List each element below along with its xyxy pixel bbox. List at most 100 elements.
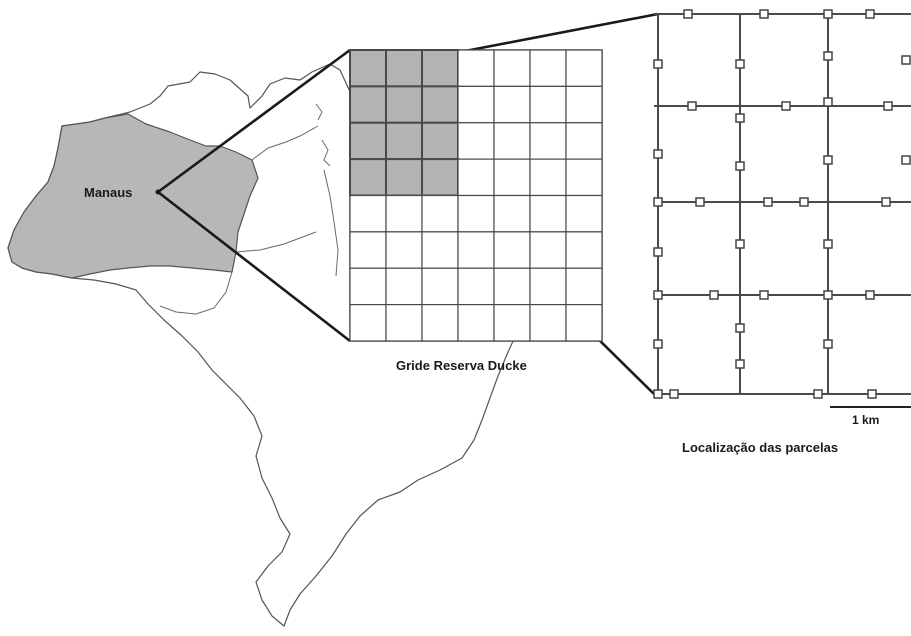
plot-marker <box>759 290 769 300</box>
grid-caption: Gride Reserva Ducke <box>396 358 527 373</box>
plot-marker <box>653 149 663 159</box>
grid-cell <box>349 304 387 342</box>
amazonas-state <box>7 113 259 279</box>
grid-cell <box>529 85 567 124</box>
plot-marker <box>823 155 833 165</box>
grid-cell-highlighted <box>349 121 387 161</box>
plot-marker <box>823 51 833 61</box>
grid-cell <box>349 231 387 269</box>
grid-cell <box>421 194 459 233</box>
grid-cell <box>529 231 567 269</box>
scale-bar-label: 1 km <box>852 413 879 427</box>
grid-cell <box>529 194 567 233</box>
grid-cell <box>421 267 459 306</box>
plots-caption: Localização das parcelas <box>682 440 838 455</box>
grid-cell <box>565 122 603 160</box>
reserve-grid <box>349 49 603 342</box>
grid-cell <box>457 194 495 233</box>
grid-cell <box>565 85 603 124</box>
state-borders <box>159 125 339 315</box>
grid-cell-highlighted <box>349 85 387 124</box>
grid-cell <box>457 122 495 160</box>
grid-cell <box>493 194 531 233</box>
grid-cell <box>529 158 567 197</box>
grid-cell <box>565 231 603 269</box>
plot-marker <box>763 197 773 207</box>
plot-marker <box>759 9 769 19</box>
grid-cell <box>385 267 423 306</box>
grid-cell <box>349 194 387 233</box>
plot-marker <box>735 323 745 333</box>
plot-marker <box>735 113 745 123</box>
plot-marker <box>865 290 875 300</box>
plot-marker <box>799 197 809 207</box>
grid-cell <box>493 49 531 87</box>
grid-cell <box>529 267 567 306</box>
plot-marker <box>901 155 911 165</box>
grid-cell <box>457 231 495 269</box>
grid-cell <box>385 194 423 233</box>
grid-cell <box>565 267 603 306</box>
plot-marker <box>683 9 693 19</box>
plot-marker <box>823 239 833 249</box>
grid-cell <box>457 158 495 197</box>
plot-marker <box>709 290 719 300</box>
plot-marker <box>653 247 663 257</box>
grid-cell <box>457 49 495 87</box>
plot-marker <box>781 101 791 111</box>
plot-marker <box>883 101 893 111</box>
grid-cell-highlighted <box>385 158 423 197</box>
grid-cell <box>385 231 423 269</box>
grid-cell <box>493 231 531 269</box>
grid-cell-highlighted <box>385 85 423 124</box>
connector-detail-upper <box>459 12 659 54</box>
grid-cell-highlighted <box>421 121 459 161</box>
grid-cell <box>529 49 567 87</box>
grid-cell <box>493 85 531 124</box>
grid-cell <box>385 304 423 342</box>
plot-marker <box>867 389 877 399</box>
grid-cell <box>565 194 603 233</box>
plot-marker <box>823 339 833 349</box>
grid-cell <box>493 158 531 197</box>
plot-marker <box>687 101 697 111</box>
plot-marker <box>881 197 891 207</box>
grid-cell-highlighted <box>421 158 459 197</box>
plot-marker <box>669 389 679 399</box>
grid-cell <box>529 122 567 160</box>
grid-cell-highlighted <box>421 85 459 124</box>
plot-marker <box>823 97 833 107</box>
plot-location-detail <box>653 9 911 399</box>
plot-marker <box>653 290 663 300</box>
grid-cell-highlighted <box>385 49 423 88</box>
grid-cell-highlighted <box>349 49 387 88</box>
grid-cell <box>349 267 387 306</box>
plot-marker <box>735 161 745 171</box>
grid-cell <box>529 304 567 342</box>
coast-details <box>315 103 331 167</box>
grid-cell <box>493 304 531 342</box>
grid-cell-highlighted <box>421 49 459 88</box>
grid-cell <box>421 304 459 342</box>
plot-marker <box>695 197 705 207</box>
grid-cell <box>493 267 531 306</box>
plot-marker <box>865 9 875 19</box>
plot-marker <box>823 9 833 19</box>
plot-marker <box>653 339 663 349</box>
plot-marker <box>735 359 745 369</box>
scale-bar: 1 km <box>830 406 911 427</box>
grid-cell <box>457 85 495 124</box>
grid-cell <box>565 158 603 197</box>
plot-marker <box>653 59 663 69</box>
grid-cell <box>565 49 603 87</box>
plot-marker <box>813 389 823 399</box>
grid-cell <box>457 304 495 342</box>
grid-cell <box>565 304 603 342</box>
grid-cell-highlighted <box>349 158 387 197</box>
plot-marker <box>653 197 663 207</box>
plot-marker <box>901 55 911 65</box>
grid-cell <box>421 231 459 269</box>
plot-marker <box>735 239 745 249</box>
connector-upper <box>157 48 351 194</box>
